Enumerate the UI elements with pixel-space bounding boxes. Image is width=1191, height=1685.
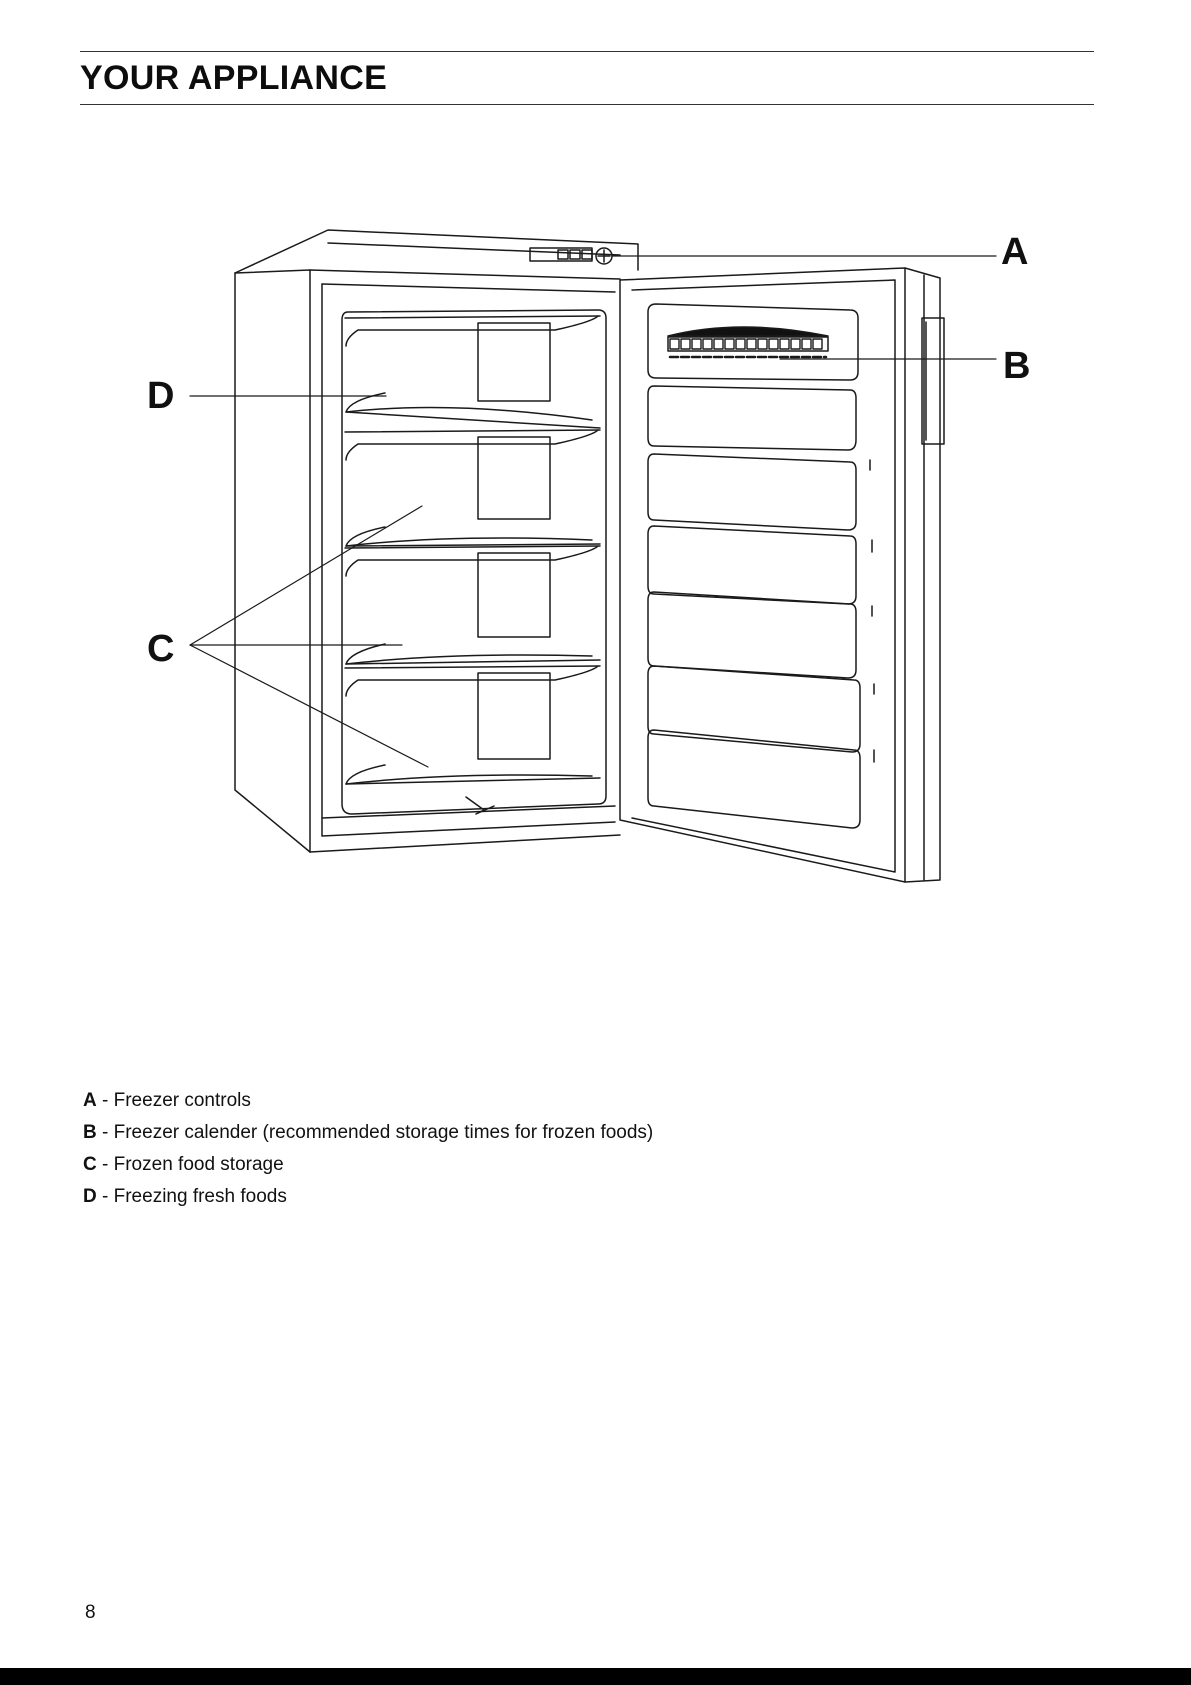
callout-label-c: C xyxy=(147,629,174,669)
leader-lines xyxy=(190,256,996,767)
legend-text: Freezer controls xyxy=(114,1090,251,1111)
cabinet-body xyxy=(235,230,638,852)
legend-separator: - xyxy=(97,1154,114,1175)
callout-label-b: B xyxy=(1003,346,1030,386)
legend-key: B xyxy=(83,1122,97,1143)
cabinet-drawers xyxy=(345,316,600,814)
callout-label-d: D xyxy=(147,376,174,416)
legend-item: D - Freezing fresh foods xyxy=(83,1181,653,1213)
legend-separator: - xyxy=(97,1090,114,1111)
freezer-door xyxy=(620,268,944,882)
legend-text: Freezing fresh foods xyxy=(114,1186,287,1207)
legend-text: Freezer calender (recommended storage ti… xyxy=(114,1122,654,1143)
callout-label-a: A xyxy=(1001,232,1028,272)
legend-separator: - xyxy=(97,1122,114,1143)
legend-key: C xyxy=(83,1154,97,1175)
legend-item: B - Freezer calender (recommended storag… xyxy=(83,1117,653,1149)
legend-key: A xyxy=(83,1090,97,1111)
legend-text: Frozen food storage xyxy=(114,1154,284,1175)
scan-bottom-edge xyxy=(0,1668,1191,1685)
legend-item: C - Frozen food storage xyxy=(83,1149,653,1181)
leader-line-c-upper xyxy=(190,506,422,645)
page-number: 8 xyxy=(85,1602,96,1624)
freezer-illustration xyxy=(0,0,1191,960)
door-shelves xyxy=(648,304,874,828)
cabinet-liner xyxy=(342,310,606,814)
freezer-calendar-strip xyxy=(668,327,828,357)
legend-key: D xyxy=(83,1186,97,1207)
legend-item: A - Freezer controls xyxy=(83,1085,653,1117)
legend-separator: - xyxy=(97,1186,114,1207)
freezer-controls-panel xyxy=(530,248,612,264)
parts-legend: A - Freezer controls B - Freezer calende… xyxy=(83,1085,653,1213)
